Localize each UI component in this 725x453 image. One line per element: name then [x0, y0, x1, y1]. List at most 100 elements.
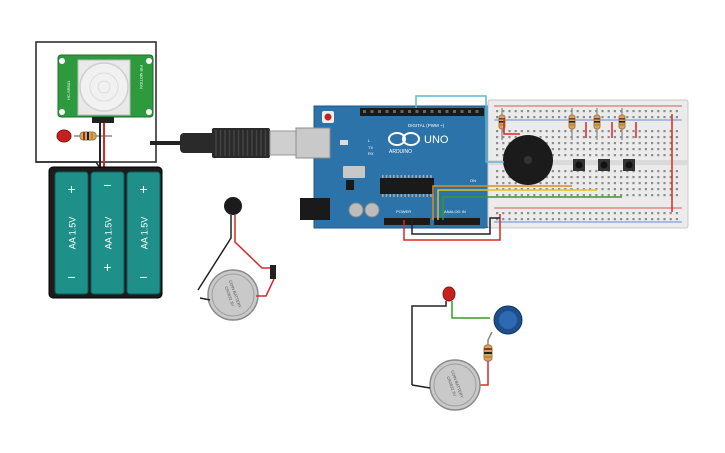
breadboard-hole [582, 154, 585, 157]
arduino-uno-board[interactable]: DIGITAL (PWM ~) UNO ARDUINO L TX RX ON P… [295, 105, 499, 229]
breadboard-hole [496, 188, 499, 191]
wire-black[interactable] [199, 297, 211, 301]
breadboard-hole [551, 130, 554, 133]
resistor-band [484, 352, 492, 354]
breadboard-hole [527, 110, 530, 113]
aa-battery-cell[interactable]: +−AA 1.5V [126, 171, 161, 295]
breadboard-hole [582, 182, 585, 185]
breadboard-hole [632, 110, 635, 113]
crystal [343, 166, 365, 178]
breadboard-hole [675, 170, 678, 173]
breadboard-hole [644, 116, 647, 119]
wire-black[interactable] [411, 217, 500, 235]
breadboard-hole [527, 130, 530, 133]
breadboard-hole [502, 188, 505, 191]
breadboard-hole [651, 182, 654, 185]
wire-black[interactable] [411, 301, 447, 385]
wire-green[interactable] [451, 301, 490, 319]
l-label: L [368, 138, 371, 143]
arduino-breadboard-wires[interactable] [403, 95, 622, 241]
wire-black[interactable] [411, 384, 431, 389]
battery-minus-symbol: − [67, 269, 75, 285]
resistor[interactable] [593, 108, 601, 140]
wire-red[interactable] [503, 120, 520, 135]
vibration-motor[interactable] [224, 197, 242, 215]
pir-sensor-assembly[interactable]: HC-SR501 PIR MOTION [35, 41, 157, 163]
breadboard-hole [669, 194, 672, 197]
breadboard-hole [595, 212, 598, 215]
breadboard-hole [514, 116, 517, 119]
breadboard-hole [576, 176, 579, 179]
slide-switch[interactable] [270, 265, 276, 279]
aa-battery-cell[interactable]: +−AA 1.5V [90, 171, 125, 295]
breadboard-hole [570, 176, 573, 179]
breadboard-hole [558, 116, 561, 119]
breadboard-hole [657, 176, 660, 179]
coin-battery-2[interactable]: COIN BATTERY CR2032 3V [429, 359, 481, 411]
breadboard-hole [669, 170, 672, 173]
breadboard-hole [669, 218, 672, 221]
wire-red[interactable] [478, 361, 489, 386]
breadboard-hole [669, 110, 672, 113]
breadboard-hole [570, 212, 573, 215]
reset-button[interactable] [324, 113, 332, 121]
breadboard-hole [533, 116, 536, 119]
resistor[interactable] [618, 108, 626, 140]
battery-minus-symbol: − [139, 269, 147, 285]
coin-battery-1-sub: CR2032 3V [224, 286, 236, 307]
led-red[interactable] [56, 129, 72, 143]
breadboard-hole [663, 136, 666, 139]
breadboard-hole [595, 194, 598, 197]
breadboard-hole [651, 154, 654, 157]
battery-pack[interactable]: +−AA 1.5V+−AA 1.5V+−AA 1.5V [48, 166, 163, 299]
breadboard-hole [502, 136, 505, 139]
wire-red[interactable] [234, 215, 272, 269]
breadboard-hole [502, 218, 505, 221]
chip-pin [407, 175, 410, 178]
wire-red[interactable] [256, 278, 275, 297]
breadboard-hole [620, 110, 623, 113]
breadboard-hole [589, 218, 592, 221]
breadboard-hole [638, 116, 641, 119]
wire-yellow[interactable] [437, 189, 597, 220]
breadboard-hole [533, 188, 536, 191]
breadboard-hole [564, 188, 567, 191]
wire-red[interactable] [403, 214, 501, 241]
wire-cyan[interactable] [415, 95, 504, 163]
breadboard-hole [545, 142, 548, 145]
breadboard-hole [502, 182, 505, 185]
coin-battery-1[interactable]: COIN BATTERY CR2032 3V [207, 269, 259, 321]
led-red[interactable] [442, 286, 456, 302]
breadboard-hole [551, 194, 554, 197]
usb-cable[interactable] [150, 128, 301, 158]
led-l [340, 140, 348, 145]
breadboard[interactable] [487, 99, 689, 229]
breadboard-hole [551, 188, 554, 191]
power-header [384, 218, 430, 225]
battery-plus-symbol: + [67, 181, 75, 197]
breadboard-hole [508, 194, 511, 197]
aa-battery-cell[interactable]: +−AA 1.5V [54, 171, 89, 295]
breadboard-hole [675, 218, 678, 221]
breadboard-hole [582, 142, 585, 145]
breadboard-hole [558, 188, 561, 191]
board-model-label: UNO [424, 134, 449, 146]
resistor[interactable] [568, 108, 576, 140]
breadboard-hole [496, 154, 499, 157]
vibration-motor-circuit[interactable]: COIN BATTERY CR2032 3V [197, 197, 276, 321]
chip-pin [382, 194, 384, 197]
breadboard-hole [514, 110, 517, 113]
digital-label: DIGITAL (PWM ~) [408, 123, 445, 128]
wire-black[interactable] [36, 161, 101, 169]
pir-led-assembly[interactable] [36, 123, 112, 169]
potentiometer-knob[interactable] [499, 311, 517, 329]
led-potentiometer-circuit[interactable]: COIN BATTERY CR2032 3V [411, 286, 523, 411]
breadboard-hole [638, 218, 641, 221]
breadboard-hole [527, 218, 530, 221]
wire-green[interactable] [442, 196, 622, 220]
breadboard-hole [626, 142, 629, 145]
wire-orange[interactable] [432, 185, 572, 220]
wire-black[interactable] [197, 215, 232, 291]
breadboard-hole [576, 154, 579, 157]
